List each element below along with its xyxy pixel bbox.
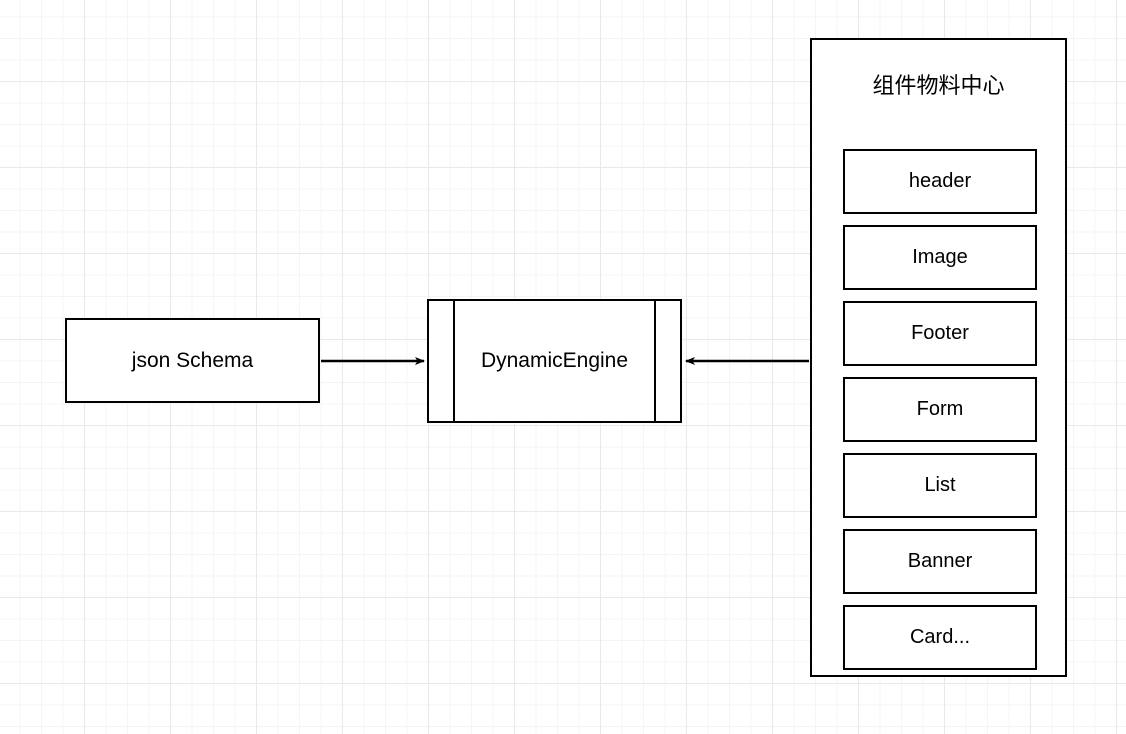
component-item-card[interactable]: Card... bbox=[843, 605, 1037, 670]
component-item-label: Card... bbox=[909, 626, 971, 648]
component-item-label: header bbox=[908, 170, 972, 192]
material-center-title: 组件物料中心 bbox=[872, 74, 1005, 99]
node-json-schema[interactable]: json Schema bbox=[65, 318, 320, 403]
component-item-label: Form bbox=[916, 398, 964, 420]
component-item-footer[interactable]: Footer bbox=[843, 301, 1037, 366]
component-item-label: Image bbox=[912, 246, 968, 268]
component-item-label: Banner bbox=[907, 550, 973, 572]
process-bar-left-icon bbox=[453, 301, 455, 421]
component-item-banner[interactable]: Banner bbox=[843, 529, 1037, 594]
process-bar-right-icon bbox=[654, 301, 656, 421]
component-item-label: Footer bbox=[911, 322, 969, 344]
node-dynamic-engine[interactable]: DynamicEngine bbox=[427, 299, 682, 423]
component-item-image[interactable]: Image bbox=[843, 225, 1037, 290]
component-item-label: List bbox=[924, 474, 956, 496]
node-dynamic-engine-label: DynamicEngine bbox=[480, 349, 629, 372]
component-item-header[interactable]: header bbox=[843, 149, 1037, 214]
component-item-list[interactable]: List bbox=[843, 453, 1037, 518]
component-list: header Image Footer Form List Banner Car… bbox=[843, 149, 1037, 670]
node-json-schema-label: json Schema bbox=[131, 348, 254, 372]
component-item-form[interactable]: Form bbox=[843, 377, 1037, 442]
node-material-center[interactable]: 组件物料中心 header Image Footer Form List Ban… bbox=[810, 38, 1067, 677]
